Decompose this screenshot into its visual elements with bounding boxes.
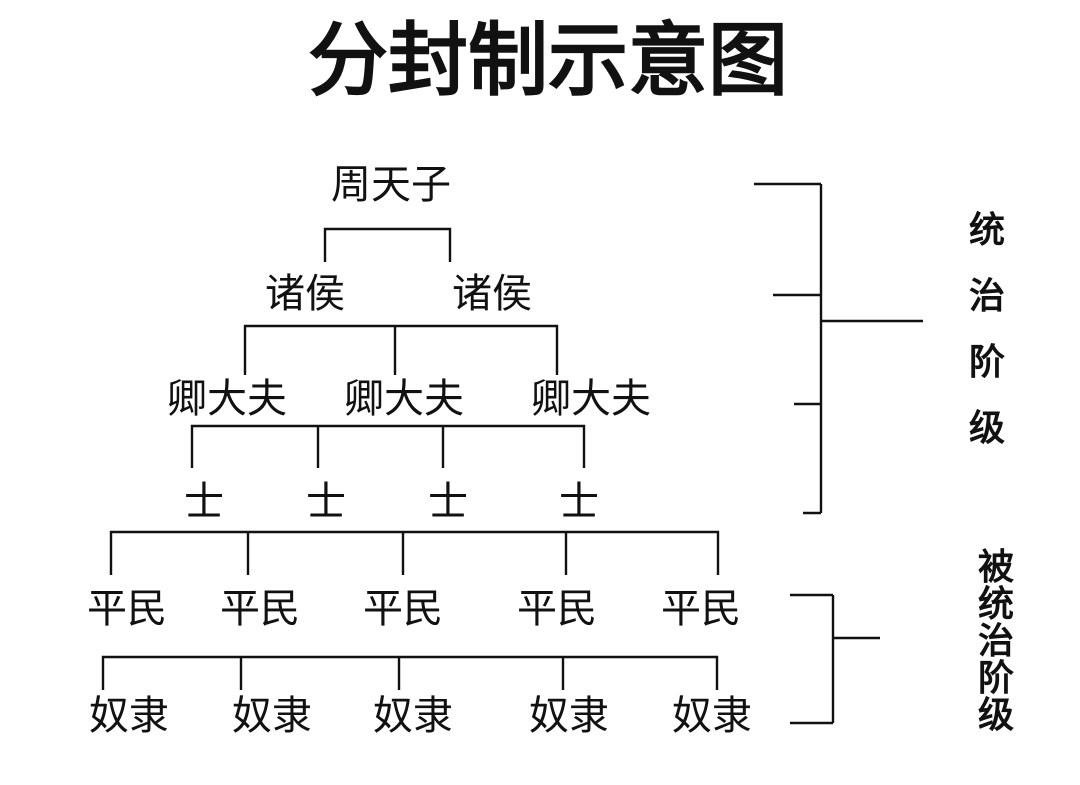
node-nuli-2: 奴隶 — [232, 693, 312, 739]
connector-zhuhou-qingdafu-bar — [243, 324, 559, 375]
node-zhuhou-1: 诸侯 — [265, 271, 345, 317]
ruling-class-bracket — [754, 182, 923, 515]
node-pingmin-5: 平民 — [661, 586, 741, 632]
node-shi-2: 士 — [306, 479, 346, 525]
node-nuli-4: 奴隶 — [529, 693, 609, 739]
connector-tianzi-zhuhou — [323, 227, 452, 262]
node-qingdafu-2: 卿大夫 — [344, 376, 464, 422]
node-qingdafu-1: 卿大夫 — [167, 376, 287, 422]
node-zhuhou-2: 诸侯 — [452, 271, 532, 317]
connector-shi-pingmin-bar — [109, 530, 720, 575]
hierarchy-connectors — [101, 227, 720, 690]
node-shi-4: 士 — [559, 479, 599, 525]
connector-pingmin-nuli-bar — [101, 655, 719, 690]
node-shi-3: 士 — [428, 479, 468, 525]
ruled-class-label: 被统治阶级 — [978, 547, 1014, 736]
diagram-title: 分封制示意图 — [308, 14, 788, 107]
node-tianzi: 周天子 — [331, 162, 451, 208]
node-qingdafu-3: 卿大夫 — [531, 376, 651, 422]
node-pingmin-2: 平民 — [220, 586, 300, 632]
node-pingmin-1: 平民 — [87, 586, 167, 632]
node-pingmin-3: 平民 — [363, 586, 443, 632]
node-shi-1: 士 — [184, 479, 224, 525]
node-nuli-1: 奴隶 — [89, 693, 169, 739]
hierarchy-nodes: 周天子 诸侯 诸侯 卿大夫 卿大夫 卿大夫 士 士 士 士 平民 平民 平民 平… — [87, 162, 752, 739]
ruling-class-label: 统治阶级 — [969, 210, 1005, 449]
ruled-class-text: 被统治阶级 — [978, 547, 1014, 736]
ruling-class-text: 统治阶级 — [969, 210, 1005, 449]
node-nuli-3: 奴隶 — [373, 693, 453, 739]
node-pingmin-4: 平民 — [517, 586, 597, 632]
ruled-class-bracket — [790, 593, 880, 725]
node-nuli-5: 奴隶 — [672, 693, 752, 739]
connector-qingdafu-shi-bar — [190, 424, 586, 468]
